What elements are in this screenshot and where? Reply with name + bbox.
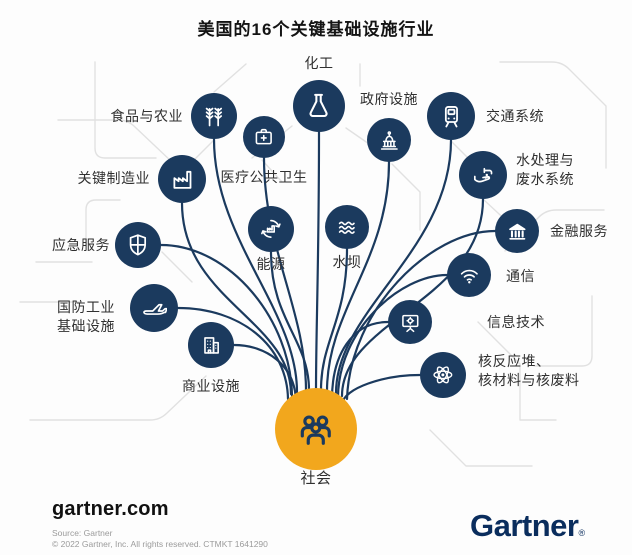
sector-node-transport [427,92,475,140]
connector-government [325,160,391,393]
wheat-icon [205,107,223,127]
sector-connectors [159,130,497,406]
sector-node-nuclear [420,352,466,398]
sector-node-energy [248,206,294,252]
connector-finance [345,229,497,401]
gartner-website-text: gartner.com [52,498,169,520]
sector-node-chemical [293,80,345,132]
connector-emergency [159,243,294,398]
source-text: Source: Gartner [52,528,113,538]
bank-icon [508,223,526,240]
connector-commercial [232,343,298,403]
sector-label-energy: 能源 [256,256,286,272]
sector-label-finance: 金融服务 [550,223,608,239]
sector-label-transport: 交通系统 [486,108,544,124]
sector-label-water: 水处理与 废水系统 [516,152,574,187]
connector-dams [319,247,349,392]
sector-node-food [191,93,237,139]
society-hub-label: 社会 [300,470,332,487]
wifi-icon [460,269,478,284]
shield-icon [129,234,147,256]
sector-node-finance [495,209,539,253]
connector-nuclear [340,373,422,406]
train-icon [444,105,458,127]
sector-label-it: 信息技术 [487,314,545,330]
sector-label-chemical: 化工 [304,55,334,71]
connector-transport [334,138,453,395]
sector-node-healthcare [243,116,285,158]
sector-label-nuclear: 核反应堆、 核材料与核废料 [478,353,580,388]
connector-communications [336,273,449,400]
first-aid-kit-icon [255,129,273,145]
atom-icon [433,366,453,384]
sector-label-government: 政府设施 [360,91,418,107]
copyright-text: © 2022 Gartner, Inc. All rights reserved… [52,539,268,549]
people-group-icon [300,415,332,446]
society-hub-node [275,388,357,470]
buildings-icon [204,337,220,354]
sector-node-commercial [188,322,234,368]
connector-defense [176,306,290,401]
monitor-gear-icon [401,314,419,332]
connector-food [212,137,299,394]
sector-label-communications: 通信 [506,268,535,284]
sector-node-manufacturing [158,155,206,203]
gartner-logo-text: Gartner [470,508,579,543]
sector-label-emergency: 应急服务 [52,237,110,253]
capitol-icon [380,130,398,150]
sector-node-emergency [115,222,161,268]
airplane-icon [142,303,168,315]
connector-energy [269,250,311,392]
waves-icon [338,221,355,234]
sector-node-communications [447,253,491,297]
page-title: 美国的16个关键基础设施行业 [197,20,435,39]
sector-node-government [367,118,411,162]
sector-label-defense: 国防工业 基础设施 [57,299,115,334]
registered-mark: ® [578,528,585,538]
sector-label-dams: 水坝 [332,254,362,270]
flask-icon [309,94,329,118]
sector-node-water [459,151,507,199]
hand-water-icon [473,167,492,182]
sector-label-healthcare: 医疗公共卫生 [220,169,308,185]
sector-node-dams [325,205,369,249]
factory-icon [173,170,191,189]
connector-chemical [314,130,321,392]
gartner-logo: Gartner® [470,508,585,544]
sector-node-defense [130,284,178,332]
connector-it [330,320,390,401]
sector-label-commercial: 商业设施 [182,378,240,394]
energy-cycle-icon [261,219,281,239]
sector-label-manufacturing: 关键制造业 [77,170,150,186]
sector-node-it [388,300,432,344]
sector-label-food: 食品与农业 [110,108,183,124]
